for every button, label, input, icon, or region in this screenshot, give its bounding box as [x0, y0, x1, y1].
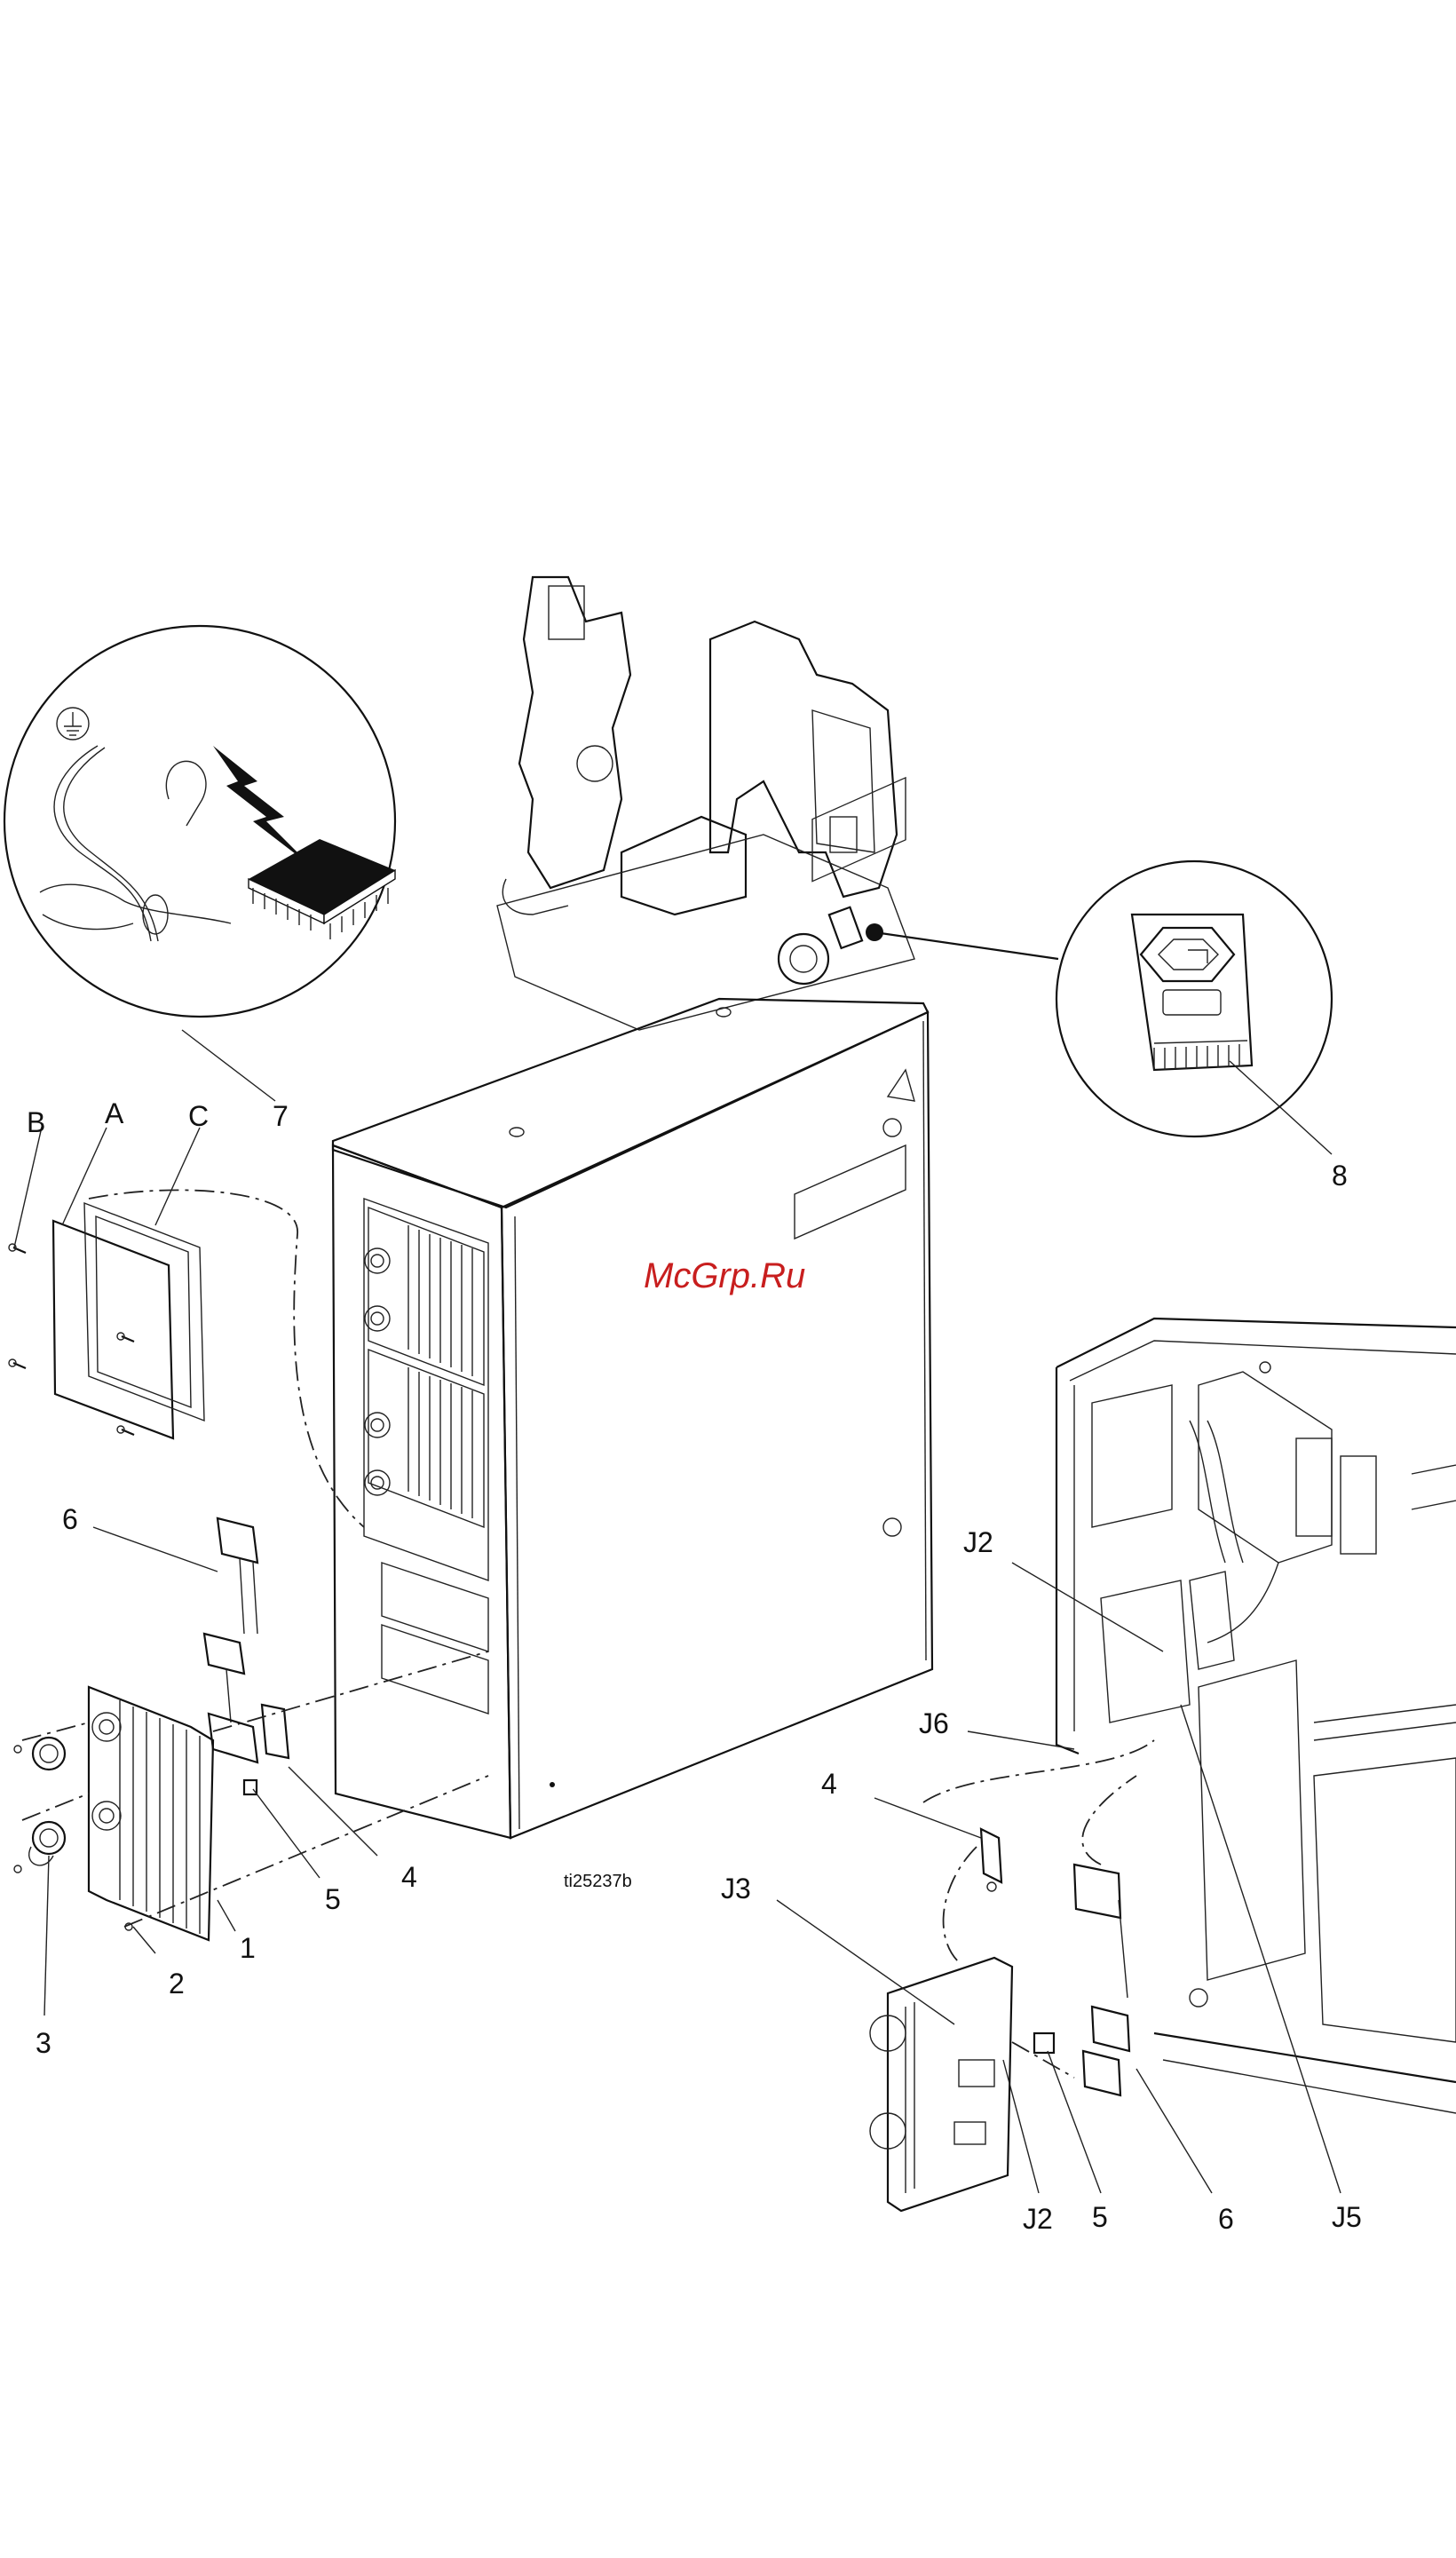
callout-8: 8 — [1332, 1160, 1348, 1192]
callout-4-left: 4 — [401, 1861, 417, 1893]
callout-6-right: 6 — [1218, 2203, 1234, 2235]
ground-symbol-icon — [57, 708, 89, 740]
heatsink-modules — [365, 1208, 484, 1527]
graco-logo-icon — [1141, 928, 1234, 981]
callout-j3: J3 — [721, 1873, 751, 1905]
callout-j2-bottom: J2 — [1023, 2203, 1053, 2235]
esd-detail-circle — [4, 626, 395, 1017]
callout-j5: J5 — [1332, 2201, 1362, 2233]
callout-4-right: 4 — [821, 1768, 837, 1800]
callout-7: 7 — [273, 1100, 289, 1132]
leader-lines — [14, 1030, 1341, 2193]
callout-2: 2 — [169, 1968, 185, 2000]
lightning-icon — [213, 746, 311, 866]
callout-a: A — [105, 1097, 124, 1129]
cover-plate-assembly — [9, 1190, 364, 1527]
callout-3: 3 — [36, 2027, 51, 2059]
callout-j6: J6 — [919, 1707, 949, 1739]
right-exploded-parts — [870, 1740, 1154, 2211]
applicator-assembly — [497, 577, 914, 1030]
warning-triangle-icon — [888, 1070, 914, 1101]
callout-5-right: 5 — [1092, 2201, 1108, 2233]
graco-token — [1132, 915, 1252, 1070]
callout-j2-top: J2 — [963, 1526, 993, 1558]
token-detail-circle — [1056, 861, 1332, 1136]
cabinet-interior-view — [1056, 1319, 1456, 2113]
callout-1: 1 — [240, 1932, 256, 1964]
callout-5-left: 5 — [325, 1883, 341, 1915]
electrical-cabinet — [333, 778, 932, 1838]
figure-id: ti25237b — [564, 1872, 632, 1891]
callout-c: C — [188, 1100, 209, 1132]
callout-6-left: 6 — [62, 1503, 78, 1535]
callout-b: B — [27, 1106, 45, 1138]
control-module-assembly — [14, 1518, 488, 1940]
watermark: McGrp.Ru — [644, 1256, 805, 1295]
esd-chip-icon — [249, 839, 395, 939]
